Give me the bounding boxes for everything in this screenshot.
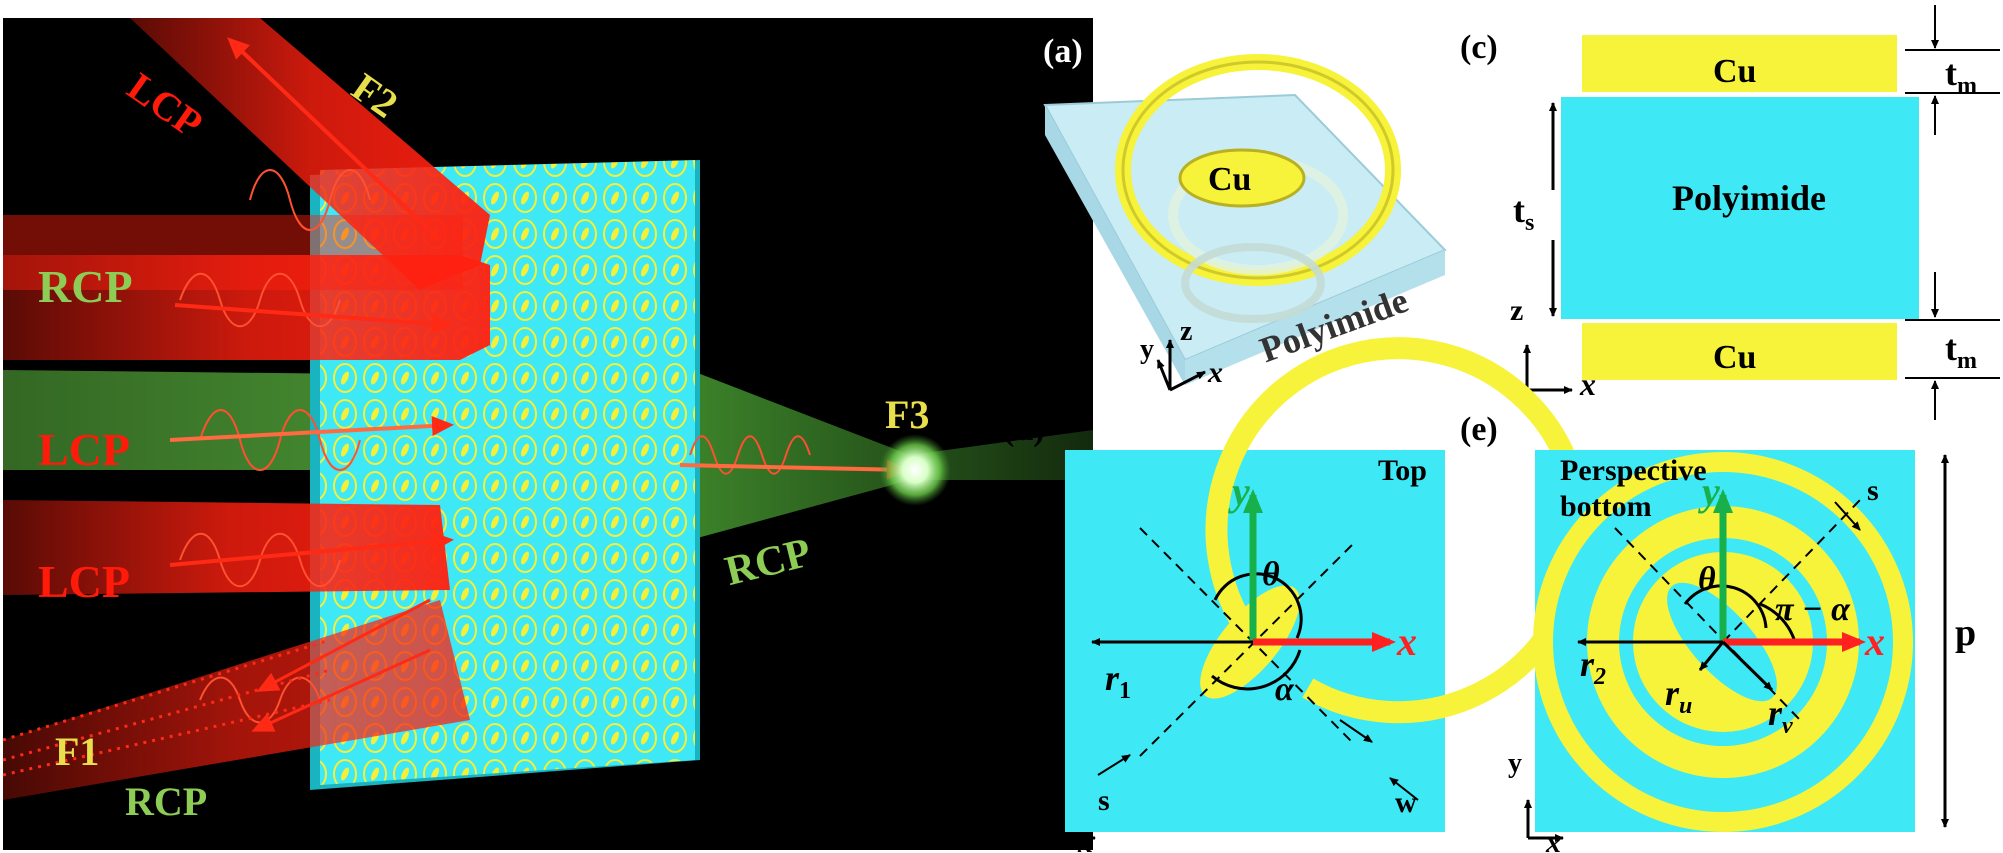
label-axis-x-c: x xyxy=(1579,366,1596,402)
label-s-e: s xyxy=(1867,474,1879,507)
label-r1: r1 xyxy=(1105,658,1131,704)
red-beam-rcp-top xyxy=(3,255,490,360)
label-axis-x-e: x xyxy=(1545,826,1561,853)
ru-arrow xyxy=(1698,641,1725,671)
label-x-e: x xyxy=(1864,619,1885,664)
label-axis-x: x xyxy=(1207,356,1223,389)
label-y-e: y xyxy=(1698,469,1720,514)
label-theta-e: θ xyxy=(1698,561,1716,598)
label-pi-alpha: π − α xyxy=(1775,591,1851,628)
label-f3: F3 xyxy=(885,392,929,437)
cu-layer-bottom xyxy=(1582,323,1897,380)
w-arrow-bottom xyxy=(1389,777,1419,801)
label-perspective: Perspective xyxy=(1560,454,1707,487)
label-rcp-1: RCP xyxy=(38,261,133,312)
s-arrow-d xyxy=(1097,754,1131,776)
bottom-ellipse xyxy=(1181,243,1325,323)
label-axis-x-d: x xyxy=(1077,826,1093,853)
panel-d-tag: (d) xyxy=(1003,411,1045,448)
label-tm-bottom: tm xyxy=(1945,328,1977,374)
focal-spot-f3 xyxy=(879,434,951,506)
arrow-lcp-mid xyxy=(169,415,454,442)
cu-ellipse xyxy=(1178,148,1306,208)
arrow-f2 xyxy=(227,37,442,242)
substrate-left-face xyxy=(1045,105,1185,385)
panel-d: (d) y x θ α r1 Top s w y x xyxy=(1003,337,1592,853)
label-w: w xyxy=(1395,786,1417,819)
outer-ring-e xyxy=(1533,452,1913,832)
label-lcp-mid: LCP xyxy=(38,424,130,475)
label-axis-y-e: y xyxy=(1508,748,1522,779)
label-ts: ts xyxy=(1513,190,1534,236)
label-x-d: x xyxy=(1396,619,1417,664)
axis-y xyxy=(1156,359,1172,391)
panel-e-tag: (e) xyxy=(1460,411,1498,448)
panel-c-tag: (c) xyxy=(1460,29,1498,66)
label-ru: ru xyxy=(1665,673,1692,719)
red-beam-f1 xyxy=(3,600,470,800)
label-f1: F1 xyxy=(55,729,99,774)
panel-a-tag: (a) xyxy=(1043,33,1083,70)
ring-top xyxy=(1205,337,1592,724)
label-top: Top xyxy=(1378,454,1427,487)
panel-b-tag: (b) xyxy=(1003,29,1045,66)
label-bottom: bottom xyxy=(1560,490,1652,523)
label-polyimide-c: Polyimide xyxy=(1672,178,1826,218)
panel-a: (a) F2 LCP RCP LCP LCP F1 RCP F3 RCP xyxy=(3,18,1093,850)
panel-b: (b) Cu Polyimide y z x xyxy=(1003,29,1447,392)
label-theta-d: θ xyxy=(1262,556,1280,593)
arrow-f1-a xyxy=(256,598,431,692)
label-axis-z: z xyxy=(1180,316,1192,347)
panel-c: (c) Cu Polyimide Cu ts tm tm z x xyxy=(1460,5,2000,420)
label-cu-top: Cu xyxy=(1713,53,1756,90)
theta-arc-d xyxy=(1213,572,1303,639)
label-rcp-bottom: RCP xyxy=(125,779,207,824)
label-y-d: y xyxy=(1228,469,1250,514)
arrow-f1-b xyxy=(251,648,431,732)
arrow-lcp-low xyxy=(169,531,454,567)
pi-alpha-arc-e xyxy=(1759,602,1797,643)
label-lcp-low: LCP xyxy=(38,556,130,607)
arrow-rcp-out xyxy=(679,459,909,480)
red-beam-f2 xyxy=(130,18,490,290)
label-p: p xyxy=(1955,612,1976,654)
label-s-d: s xyxy=(1098,784,1110,817)
arrow-rcp-top xyxy=(174,303,454,334)
alpha-arc-d xyxy=(1211,649,1302,691)
panel-e: (e) Perspective bottom y x θ π − α r2 ru… xyxy=(1460,411,1976,853)
label-axis-y-d: y xyxy=(1040,748,1054,779)
label-alpha-d: α xyxy=(1275,671,1295,708)
rv-arrow xyxy=(1721,640,1774,692)
label-rv: rv xyxy=(1768,693,1793,739)
f1-dotted-lines xyxy=(3,638,331,777)
theta-arc-e xyxy=(1683,584,1768,629)
axis-x xyxy=(1169,370,1206,392)
polyimide-layer xyxy=(1561,97,1919,319)
label-axis-z-c: z xyxy=(1510,294,1523,327)
substrate-front-face xyxy=(1185,250,1445,385)
outer-ring-edge xyxy=(1121,60,1395,280)
label-cu-bottom: Cu xyxy=(1713,339,1756,376)
label-r2: r2 xyxy=(1580,644,1606,690)
w-arrow-top xyxy=(1339,719,1373,743)
s-arrow-e xyxy=(1834,501,1861,531)
cu-layer-top xyxy=(1582,35,1897,92)
label-tm-top: tm xyxy=(1945,53,1977,99)
label-axis-y: y xyxy=(1140,334,1154,365)
label-cu: Cu xyxy=(1208,161,1251,198)
red-beam-lcp-low xyxy=(3,500,450,595)
